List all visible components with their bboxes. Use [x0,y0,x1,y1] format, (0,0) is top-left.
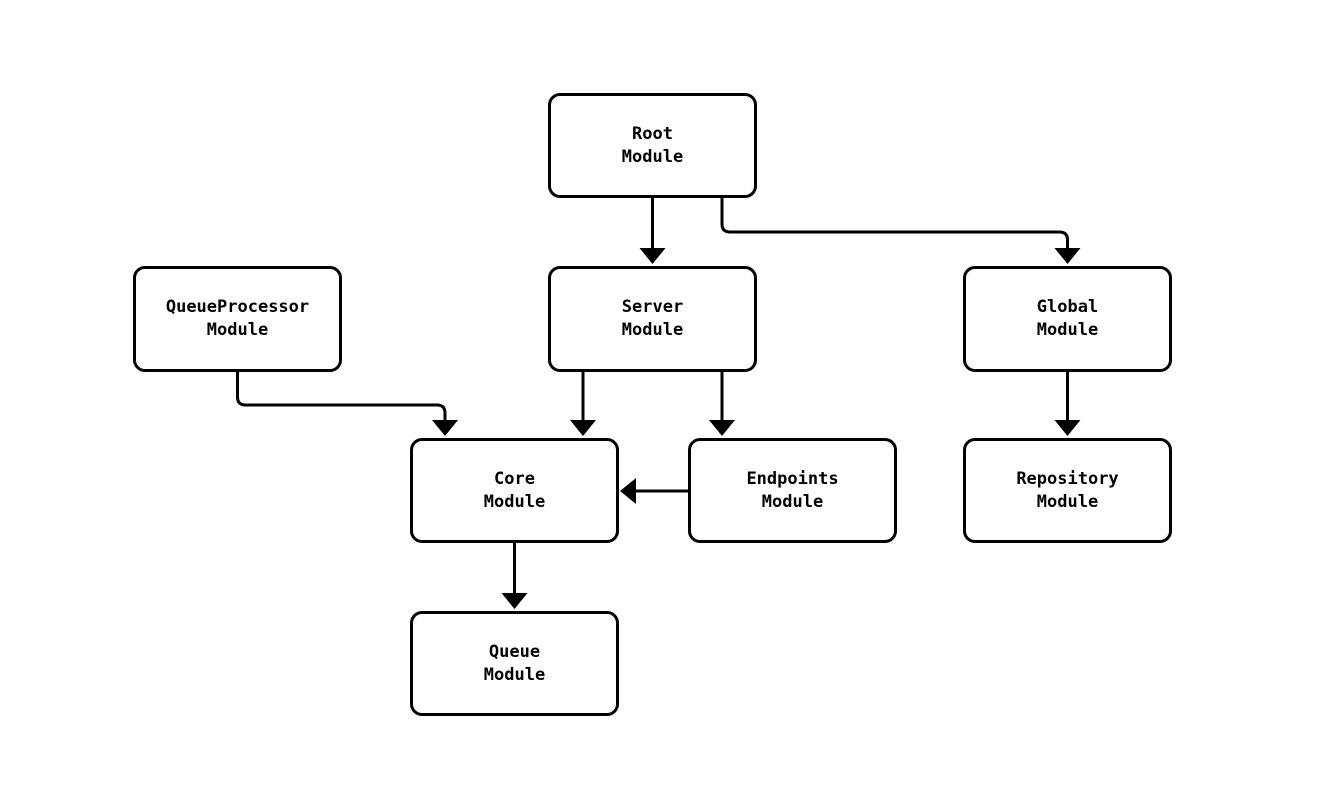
node-queueprocessor-module-label: QueueProcessor Module [165,297,310,340]
node-core-module: Core Module [410,438,619,543]
node-global-module-label: Global Module [1036,297,1099,340]
node-server-module-label: Server Module [621,297,684,340]
node-server-module: Server Module [548,266,757,372]
node-repository-module-label: Repository Module [1016,468,1119,512]
node-endpoints-module: Endpoints Module [688,438,897,543]
edge-root-to-global [720,198,1081,264]
node-global-module: Global Module [963,266,1172,372]
node-queue-module-label: Queue Module [483,641,546,685]
node-endpoints-module-label: Endpoints Module [746,468,839,512]
node-queueprocessor-module: QueueProcessor Module [133,266,342,372]
node-root-module: Root Module [548,93,757,198]
edge-queueprocessor-to-core [236,372,458,436]
node-core-module-label: Core Module [483,468,546,512]
node-repository-module: Repository Module [963,438,1172,543]
node-root-module-label: Root Module [621,123,684,167]
node-queue-module: Queue Module [410,611,619,716]
